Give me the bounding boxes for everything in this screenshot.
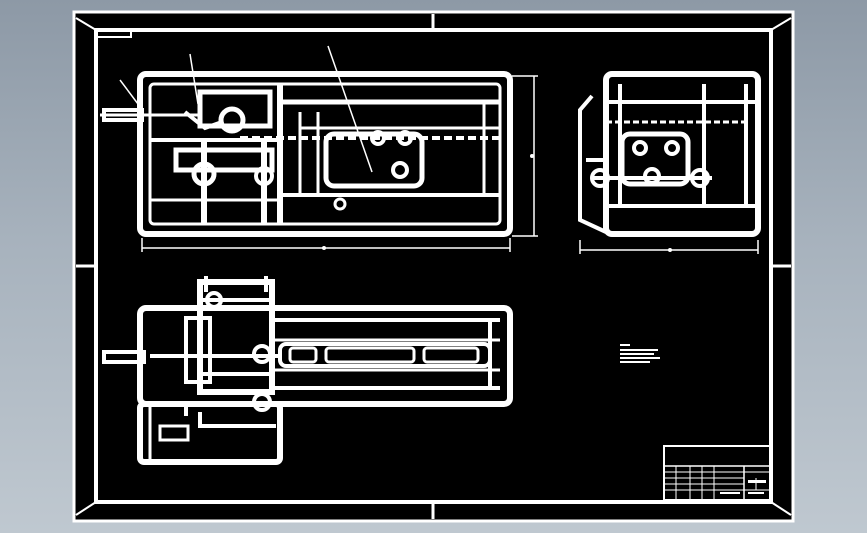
title-block (663, 445, 771, 501)
drawing-number-box (96, 30, 132, 38)
drawing-sheet (72, 10, 795, 523)
side-view[interactable] (578, 71, 761, 254)
technical-notes (620, 344, 660, 363)
top-view[interactable] (102, 276, 513, 465)
centering-marks (75, 14, 792, 519)
front-view[interactable] (100, 45, 538, 252)
